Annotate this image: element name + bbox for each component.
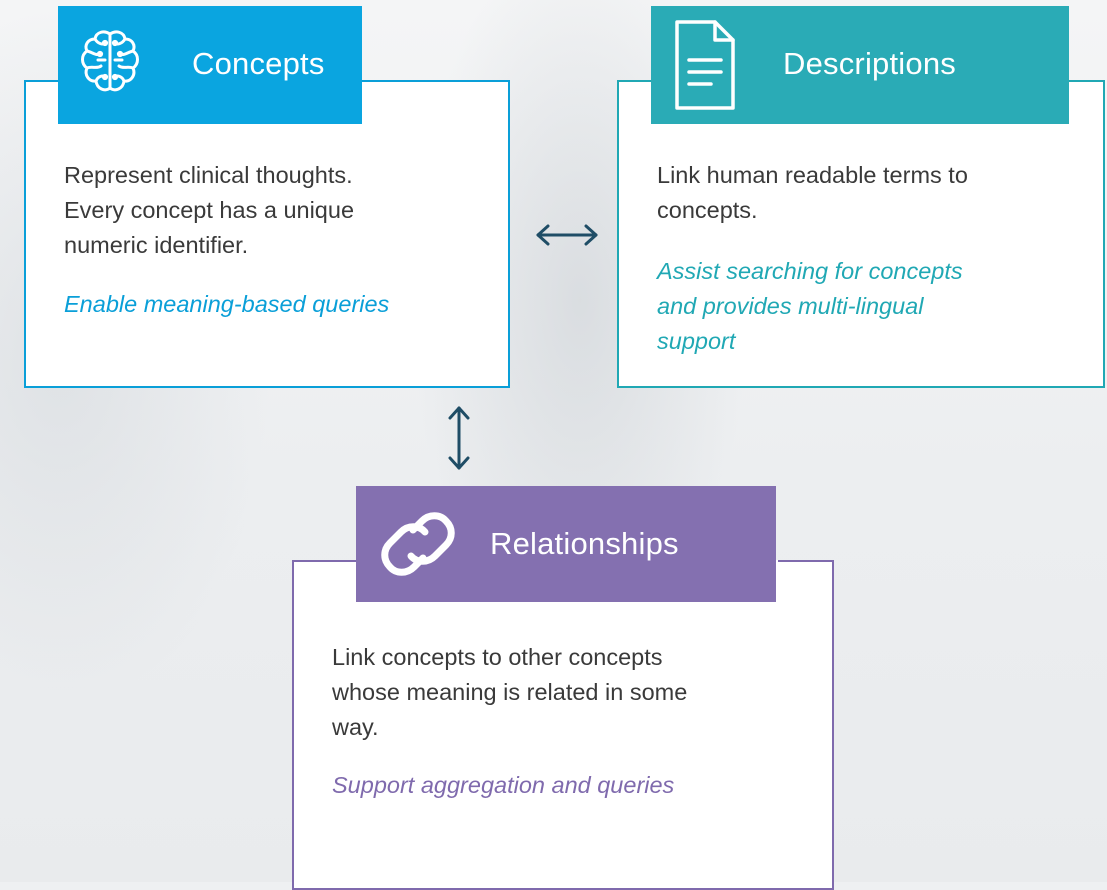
- descriptions-card: [617, 80, 1105, 388]
- document-icon: [669, 18, 741, 122]
- descriptions-note: Assist searching for concepts and provid…: [657, 254, 963, 359]
- relationships-title: Relationships: [490, 526, 679, 561]
- descriptions-note-line: Assist searching for concepts: [657, 258, 963, 284]
- descriptions-description: Link human readable terms to concepts.: [657, 158, 968, 228]
- concepts-description: Represent clinical thoughts. Every conce…: [64, 158, 354, 263]
- descriptions-note-line: and provides multi-lingual: [657, 293, 924, 319]
- relationships-line: way.: [332, 714, 379, 740]
- relationships-description: Link concepts to other concepts whose me…: [332, 640, 687, 745]
- concepts-line: Every concept has a unique: [64, 197, 355, 223]
- concepts-card: [24, 80, 510, 388]
- concepts-line: numeric identifier.: [64, 232, 249, 258]
- brain-icon: [78, 28, 142, 104]
- concepts-note: Enable meaning-based queries: [64, 291, 390, 317]
- concepts-line: Represent clinical thoughts.: [64, 162, 353, 188]
- concepts-title: Concepts: [192, 46, 325, 81]
- bidirectional-horizontal-arrow-icon: [536, 224, 598, 246]
- relationships-line: whose meaning is related in some: [332, 679, 688, 705]
- bidirectional-vertical-arrow-icon: [448, 406, 470, 470]
- descriptions-title: Descriptions: [783, 46, 956, 81]
- relationships-note: Support aggregation and queries: [332, 772, 675, 798]
- descriptions-line: Link human readable terms to: [657, 162, 968, 188]
- descriptions-header: Descriptions: [651, 6, 1069, 124]
- relationships-line: Link concepts to other concepts: [332, 644, 663, 670]
- link-icon: [378, 504, 458, 592]
- descriptions-line: concepts.: [657, 197, 758, 223]
- descriptions-note-line: support: [657, 328, 736, 354]
- relationships-card: [292, 560, 834, 890]
- relationships-header: Relationships: [356, 486, 776, 602]
- concepts-header: Concepts: [58, 6, 362, 124]
